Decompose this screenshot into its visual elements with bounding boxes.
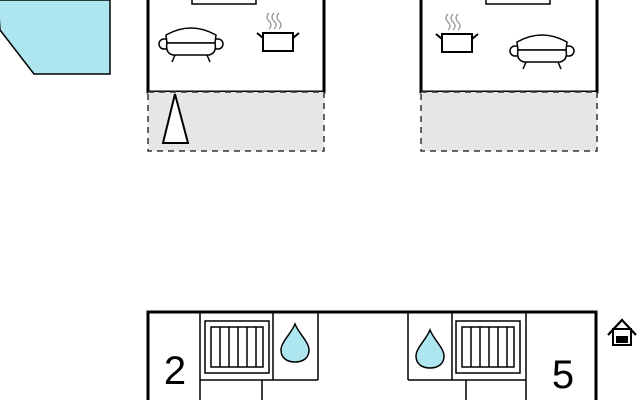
left-house (146, 0, 326, 152)
radiator-icon (455, 320, 521, 374)
radiator-icon (191, 0, 257, 5)
home-icon (607, 318, 637, 346)
right-house (419, 0, 599, 152)
room-number-left: 2 (164, 349, 186, 393)
pool-shape (0, 0, 111, 75)
parasol-icon (161, 93, 190, 144)
lower-building: 2 5 (146, 310, 598, 400)
right-house-terrace (420, 91, 598, 152)
radiator-icon (485, 0, 551, 5)
radiator-icon (204, 320, 270, 374)
room-number-right: 5 (552, 353, 574, 397)
